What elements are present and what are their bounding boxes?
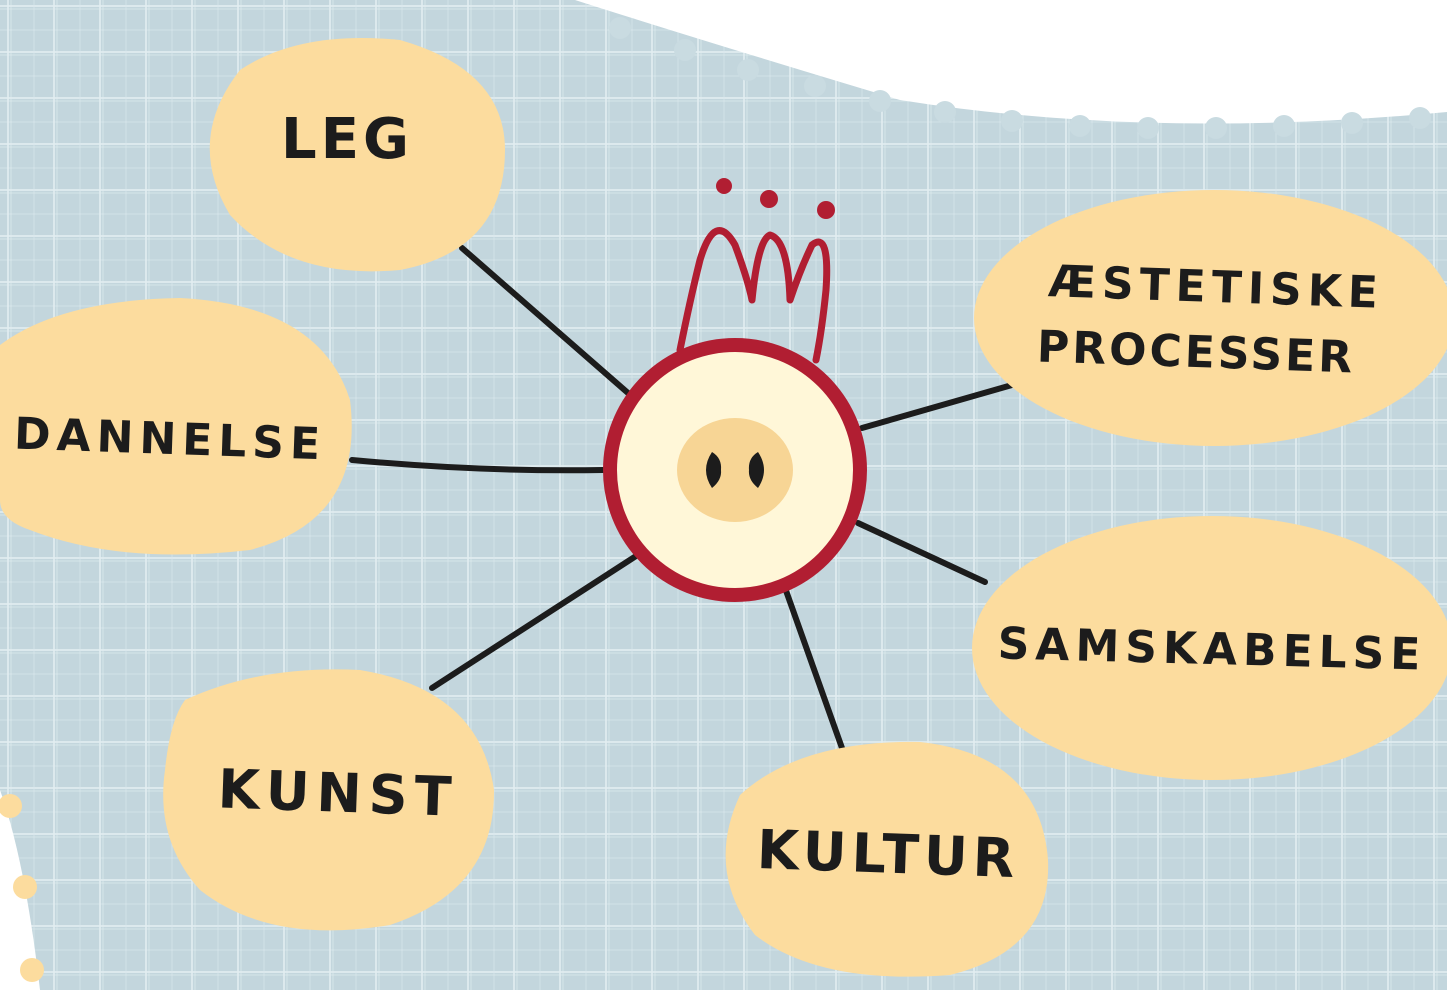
label-kunst: KUNST [217,757,460,828]
connector-aestetiske [859,382,1015,431]
connectors [349,245,1015,751]
crown-icon [676,227,831,364]
label-aestetiske-line2: PROCESSER [1036,321,1356,383]
connector-leg [459,245,631,396]
label-samskabelse: SAMSKABELSE [997,618,1427,680]
connector-samskabelse [855,520,988,585]
bubble-dannelse [0,298,352,555]
bubble-kultur [725,741,1049,977]
node-leg: LEG [209,38,505,272]
label-leg: LEG [281,107,413,172]
label-aestetiske-line1: ÆSTETISKE [1047,256,1384,319]
bubble-leg [209,38,505,272]
node-kunst: KUNST [163,669,495,931]
nostrils [706,452,764,488]
label-dannelse: DANNELSE [13,409,327,471]
bubble-samskabelse [972,516,1447,780]
crowned-pig-icon [603,178,867,602]
connector-kunst [429,553,639,691]
node-aestetiske-processer: ÆSTETISKE PROCESSER [974,190,1447,446]
connector-kultur [781,582,845,751]
node-samskabelse: SAMSKABELSE [972,516,1447,780]
crown-dots [716,178,835,219]
node-dannelse: DANNELSE [0,298,352,555]
node-kultur: KULTUR [725,741,1049,977]
label-kultur: KULTUR [756,818,1021,890]
bubble-aestetiske-processer [974,190,1447,446]
bubble-kunst [163,669,495,931]
pig-snout [677,418,793,522]
connector-dannelse [349,457,606,474]
